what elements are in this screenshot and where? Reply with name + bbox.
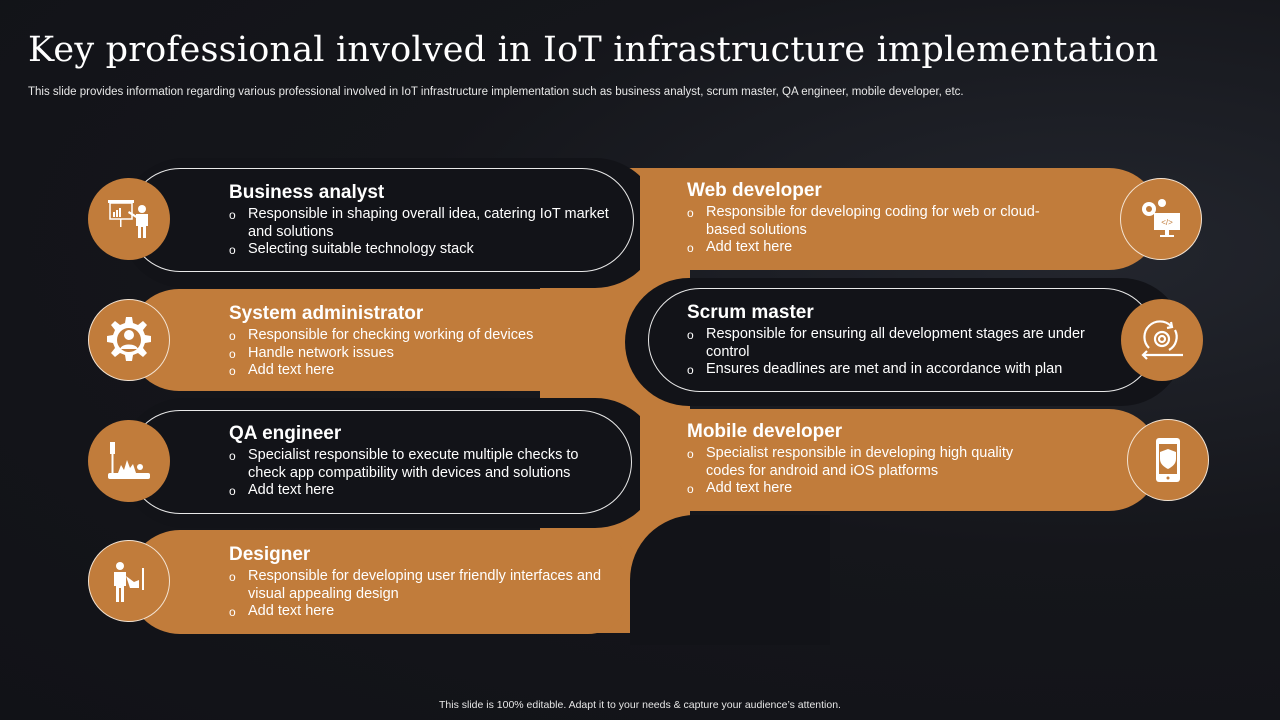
card-system-administrator: System administrator Responsible for che… bbox=[229, 303, 609, 380]
agile-cycle-icon bbox=[1121, 299, 1203, 381]
designer-icon bbox=[88, 540, 170, 622]
page-subtitle: This slide provides information regardin… bbox=[28, 86, 964, 98]
svg-text:</>: </> bbox=[1161, 218, 1173, 227]
testing-tools-icon bbox=[88, 420, 170, 502]
card-mobile-developer: Mobile developer Specialist responsible … bbox=[687, 421, 1047, 498]
gear-person-icon bbox=[88, 299, 170, 381]
bullet: Responsible in shaping overall idea, cat… bbox=[229, 206, 609, 241]
card-designer: Designer Responsible for developing user… bbox=[229, 544, 619, 621]
card-scrum-master: Scrum master Responsible for ensuring al… bbox=[687, 302, 1087, 379]
bullet: Add text here bbox=[229, 482, 609, 500]
bullet: Specialist responsible to execute multip… bbox=[229, 447, 609, 482]
bullet: Handle network issues bbox=[229, 345, 609, 363]
bullet: Ensures deadlines are met and in accorda… bbox=[687, 361, 1087, 379]
card-qa-engineer: QA engineer Specialist responsible to ex… bbox=[229, 423, 609, 500]
bullet: Responsible for ensuring all development… bbox=[687, 326, 1087, 361]
footer-note: This slide is 100% editable. Adapt it to… bbox=[439, 699, 841, 711]
presentation-icon bbox=[88, 178, 170, 260]
bullet: Add text here bbox=[687, 239, 1057, 257]
web-code-icon: </> bbox=[1120, 178, 1202, 260]
card-business-analyst: Business analyst Responsible in shaping … bbox=[229, 182, 609, 259]
bullet: Add text here bbox=[229, 362, 609, 380]
page-title: Key professional involved in IoT infrast… bbox=[28, 30, 1159, 70]
card-title: Designer bbox=[229, 544, 311, 565]
bullet: Selecting suitable technology stack bbox=[229, 241, 609, 259]
card-title: Web developer bbox=[687, 180, 822, 201]
connector-cutout bbox=[630, 515, 830, 645]
bullet: Responsible for checking working of devi… bbox=[229, 327, 609, 345]
card-web-developer: Web developer Responsible for developing… bbox=[687, 180, 1057, 257]
bullet: Specialist responsible in developing hig… bbox=[687, 445, 1047, 480]
bullet: Responsible for developing coding for we… bbox=[687, 204, 1057, 239]
card-title: Business analyst bbox=[229, 182, 385, 203]
card-title: Scrum master bbox=[687, 302, 814, 323]
bullet: Add text here bbox=[687, 480, 1047, 498]
bullet: Add text here bbox=[229, 603, 619, 621]
card-title: Mobile developer bbox=[687, 421, 843, 442]
mobile-security-icon bbox=[1127, 419, 1209, 501]
card-title: QA engineer bbox=[229, 423, 342, 444]
card-title: System administrator bbox=[229, 303, 424, 324]
bullet: Responsible for developing user friendly… bbox=[229, 568, 619, 603]
